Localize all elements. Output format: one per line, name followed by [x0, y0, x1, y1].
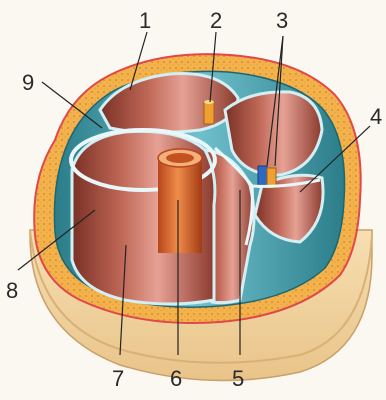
- small-tube-2: [204, 102, 214, 124]
- label-8: 8: [6, 278, 18, 303]
- label-4: 4: [370, 104, 382, 129]
- label-3: 3: [276, 8, 288, 33]
- label-5: 5: [232, 366, 244, 391]
- label-2: 2: [210, 8, 222, 33]
- label-7: 7: [112, 366, 124, 391]
- small-tube-3a: [258, 166, 267, 186]
- small-tube-2-top: [204, 100, 214, 104]
- label-9: 9: [22, 70, 34, 95]
- label-6: 6: [170, 366, 182, 391]
- axial-tube-lumen: [166, 153, 194, 163]
- axial-tube: [158, 158, 202, 253]
- label-1: 1: [139, 8, 151, 33]
- cell-right-top: [225, 92, 322, 175]
